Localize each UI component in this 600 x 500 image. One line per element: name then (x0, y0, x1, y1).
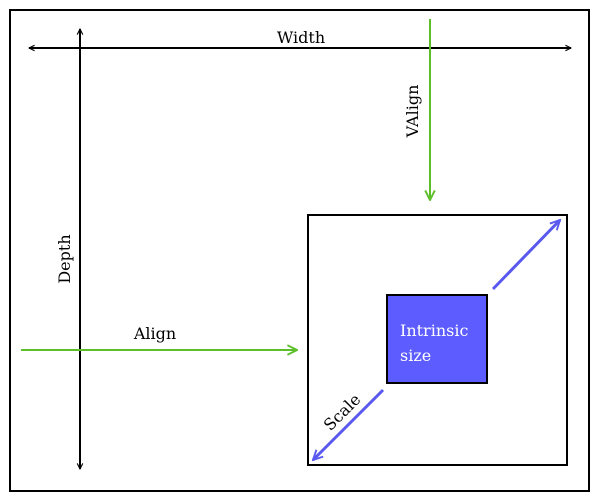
scale-arrow-lower (313, 388, 385, 460)
intrinsic-size-label-line2: size (400, 346, 431, 365)
valign-label: VAlign (403, 85, 422, 139)
intrinsic-size-box (386, 294, 488, 384)
scale-arrow-upper (491, 220, 560, 291)
intrinsic-size-label-line1: Intrinsic (400, 321, 468, 340)
depth-label: Depth (55, 234, 74, 283)
align-label: Align (133, 324, 176, 343)
width-label: Width (277, 28, 325, 47)
scale-label: Scale (320, 390, 365, 435)
placement-box (307, 214, 568, 466)
outer-container (9, 9, 590, 492)
